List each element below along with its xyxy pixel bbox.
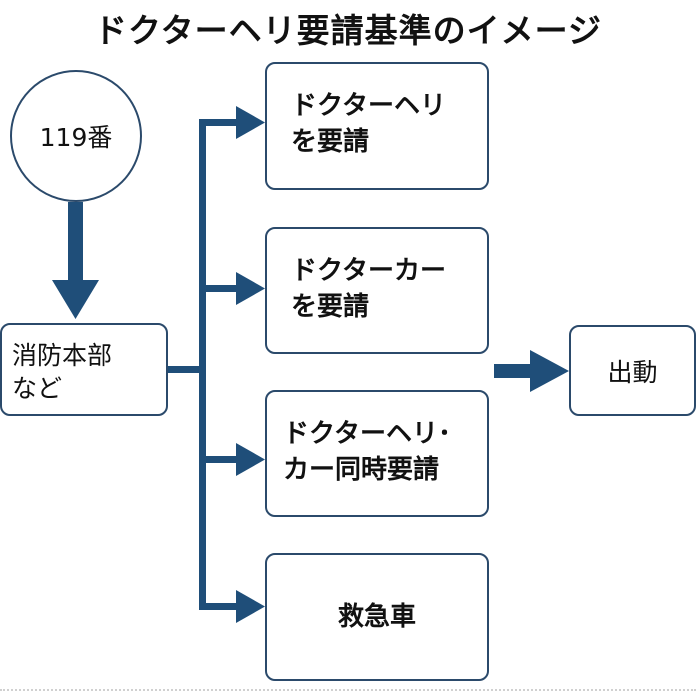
option-heli-car-simultaneous: ドクターヘリ･ カー同時要請 <box>265 390 489 517</box>
option-doctor-car: ドクターカー を要請 <box>265 227 489 354</box>
branch-arrowhead-4 <box>236 590 265 623</box>
source-node: 消防本部 など <box>0 323 168 416</box>
branch-line-3 <box>199 456 241 463</box>
footer-divider <box>0 689 696 691</box>
start-node: 119番 <box>10 70 142 202</box>
arrow-head-call <box>52 280 99 319</box>
option-doctor-heli: ドクターヘリ を要請 <box>265 62 489 190</box>
branch-arrowhead-2 <box>236 272 265 305</box>
branch-arrowhead-3 <box>236 443 265 476</box>
connector-trunk <box>199 119 206 610</box>
connector-source <box>168 366 206 373</box>
start-label: 119番 <box>39 123 113 152</box>
diagram-title: ドクターヘリ要請基準のイメージ <box>93 11 603 50</box>
result-label: 出動 <box>607 357 658 387</box>
option-ambulance-label: 救急車 <box>337 602 416 632</box>
result-node: 出動 <box>569 325 696 416</box>
arrow-shaft-call <box>68 202 83 280</box>
branch-line-1 <box>199 119 241 126</box>
branch-line-4 <box>199 603 241 610</box>
arrow-shaft-result <box>494 364 534 378</box>
branch-arrowhead-1 <box>236 106 265 139</box>
branch-line-2 <box>199 285 241 292</box>
option-ambulance: 救急車 <box>265 553 489 681</box>
arrow-head-result <box>530 350 569 392</box>
